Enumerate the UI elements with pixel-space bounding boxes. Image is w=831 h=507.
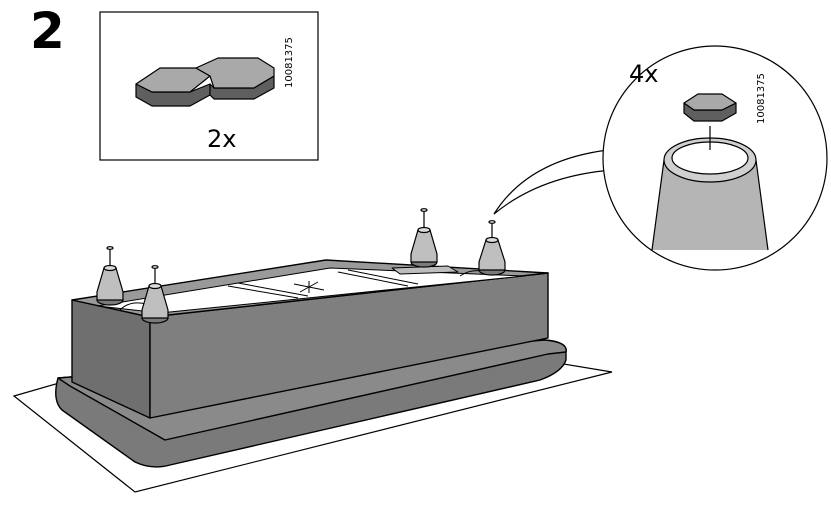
callout-part-number: 10081375 — [756, 73, 767, 124]
leg-closeup — [651, 126, 769, 251]
sofa-frame — [55, 259, 567, 468]
step-number: 2 — [30, 2, 65, 60]
parts-box-quantity: 2x — [207, 125, 236, 153]
parts-box: 10081375 2x — [99, 11, 319, 161]
sofa-leg-4 — [478, 220, 506, 276]
sofa-leg-3 — [410, 208, 438, 268]
parts-box-part-number: 10081375 — [284, 37, 295, 88]
sofa-leg-2 — [141, 265, 169, 324]
callout-quantity: 4x — [629, 60, 658, 88]
detail-callout — [493, 45, 828, 271]
felt-pad-icon — [683, 93, 737, 122]
sofa-leg-1 — [96, 246, 124, 306]
felt-pads-icon — [135, 57, 275, 107]
